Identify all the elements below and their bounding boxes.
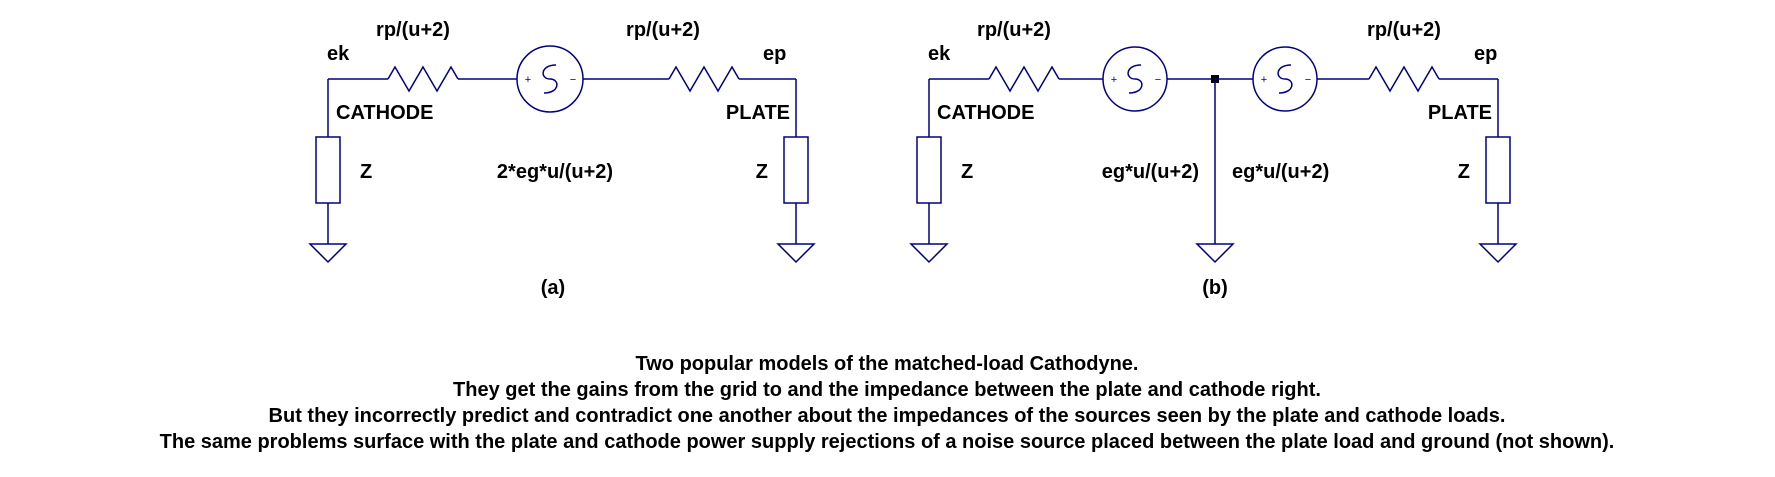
label-a-load-right: Z bbox=[756, 161, 768, 183]
voltage-source-b-left: + − bbox=[1102, 46, 1168, 112]
figure-caption: Two popular models of the matched-load C… bbox=[160, 353, 1615, 453]
source-a-minus: − bbox=[570, 74, 576, 86]
label-b-load-left: Z bbox=[961, 161, 973, 183]
label-b-load-right: Z bbox=[1458, 161, 1470, 183]
label-a-load-left: Z bbox=[360, 161, 372, 183]
label-a-plate: PLATE bbox=[726, 102, 790, 124]
ground-b-center-icon bbox=[1195, 243, 1235, 264]
voltage-source-b-right: + − bbox=[1252, 46, 1318, 112]
load-a-plate bbox=[783, 136, 809, 204]
label-b-source-left-value: eg*u/(u+2) bbox=[1102, 161, 1199, 183]
voltage-source-a: + − bbox=[516, 45, 584, 113]
label-b-caption: (b) bbox=[1202, 277, 1228, 299]
caption-line-1: Two popular models of the matched-load C… bbox=[636, 353, 1139, 375]
label-a-caption: (a) bbox=[541, 277, 565, 299]
load-b-cathode bbox=[916, 136, 942, 204]
label-b-source-right-value: eg*u/(u+2) bbox=[1232, 161, 1329, 183]
circuit-a: + − rp/(u+2) rp/(u+2) ek ep CATHODE PLAT… bbox=[308, 19, 816, 299]
ground-b-left-icon bbox=[909, 243, 949, 264]
label-b-node-cathode: ek bbox=[928, 43, 951, 65]
label-b-node-plate: ep bbox=[1474, 43, 1497, 65]
label-a-resistor-right: rp/(u+2) bbox=[626, 19, 700, 41]
resistor-b-left bbox=[988, 65, 1060, 93]
label-a-resistor-left: rp/(u+2) bbox=[376, 19, 450, 41]
label-a-source-value: 2*eg*u/(u+2) bbox=[497, 161, 613, 183]
ground-b-right-icon bbox=[1478, 243, 1518, 264]
source-b-left-minus: − bbox=[1155, 74, 1161, 86]
label-a-node-plate: ep bbox=[763, 43, 786, 65]
resistor-b-right bbox=[1368, 65, 1440, 93]
label-b-resistor-left: rp/(u+2) bbox=[977, 19, 1051, 41]
source-b-left-plus: + bbox=[1111, 74, 1117, 86]
label-a-node-cathode: ek bbox=[327, 43, 350, 65]
source-b-right-minus: − bbox=[1305, 74, 1311, 86]
caption-line-3: But they incorrectly predict and contrad… bbox=[269, 405, 1506, 427]
caption-line-4: The same problems surface with the plate… bbox=[160, 431, 1615, 453]
label-b-cathode: CATHODE bbox=[937, 102, 1034, 124]
label-a-cathode: CATHODE bbox=[336, 102, 433, 124]
load-b-plate bbox=[1485, 136, 1511, 204]
circuit-b: + − + − rp/(u+2) rp/(u bbox=[909, 19, 1518, 299]
resistor-a-left bbox=[387, 65, 459, 93]
resistor-a-right bbox=[668, 65, 740, 93]
source-a-plus: + bbox=[525, 74, 531, 86]
load-a-cathode bbox=[315, 136, 341, 204]
ground-a-left-icon bbox=[308, 243, 348, 264]
caption-line-2: They get the gains from the grid to and … bbox=[453, 379, 1321, 401]
label-b-resistor-right: rp/(u+2) bbox=[1367, 19, 1441, 41]
ground-a-right-icon bbox=[776, 243, 816, 264]
label-b-plate: PLATE bbox=[1428, 102, 1492, 124]
source-b-right-plus: + bbox=[1261, 74, 1267, 86]
